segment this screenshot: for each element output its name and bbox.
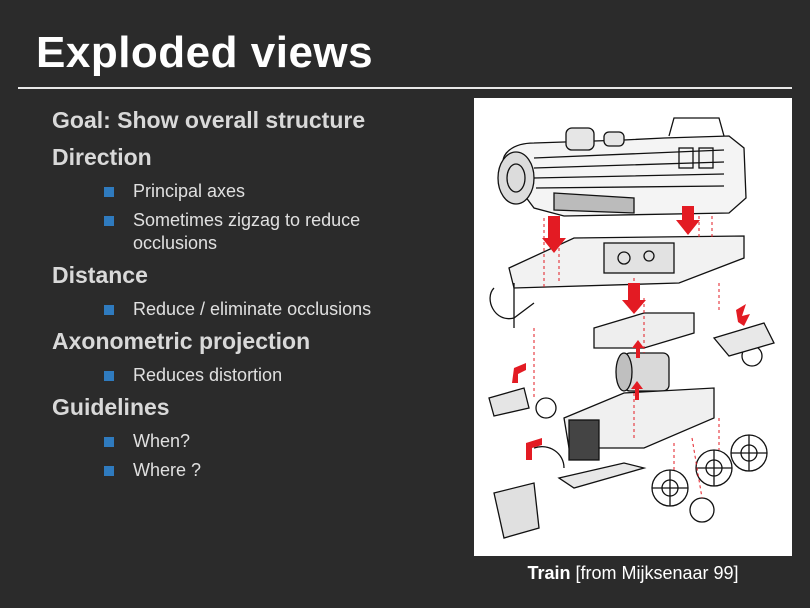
- square-bullet-icon: [104, 216, 114, 226]
- heading-direction: Direction: [52, 144, 152, 170]
- heading-distance: Distance: [52, 262, 148, 288]
- caption-source: [from Mijksenaar 99]: [570, 563, 739, 583]
- square-bullet-icon: [104, 371, 114, 381]
- bullet-text: Sometimes zigzag to reduce occlusions: [133, 210, 361, 253]
- heading-axonometric-projection: Axonometric projection: [52, 328, 311, 354]
- bullet-text: When?: [133, 431, 191, 451]
- list-item: Reduce / eliminate occlusions: [52, 298, 453, 321]
- heading-goal: Goal: Show overall structure: [52, 107, 366, 133]
- list-item: Where ?: [52, 459, 453, 482]
- bullet-list: Goal: Show overall structure Direction P…: [52, 106, 452, 488]
- square-bullet-icon: [104, 187, 114, 197]
- list-item: Principal axes: [52, 180, 413, 203]
- square-bullet-icon: [104, 305, 114, 315]
- list-item: Reduces distortion: [52, 364, 453, 387]
- bullet-text: Reduce / eliminate occlusions: [133, 299, 372, 319]
- square-bullet-icon: [104, 466, 114, 476]
- title-divider: [18, 87, 792, 89]
- square-bullet-icon: [104, 437, 114, 447]
- caption-title: Train: [527, 563, 571, 583]
- list-item: When?: [52, 430, 453, 453]
- slide-title: Exploded views: [36, 28, 374, 77]
- train-exploded-view-illustration: [474, 98, 792, 556]
- bullet-text: Principal axes: [133, 181, 246, 201]
- list-item: Sometimes zigzag to reduce occlusions: [52, 209, 393, 255]
- heading-guidelines: Guidelines: [52, 394, 170, 420]
- figure-caption: Train [from Mijksenaar 99]: [474, 563, 792, 584]
- bullet-text: Reduces distortion: [133, 365, 283, 385]
- bullet-text: Where ?: [133, 460, 202, 480]
